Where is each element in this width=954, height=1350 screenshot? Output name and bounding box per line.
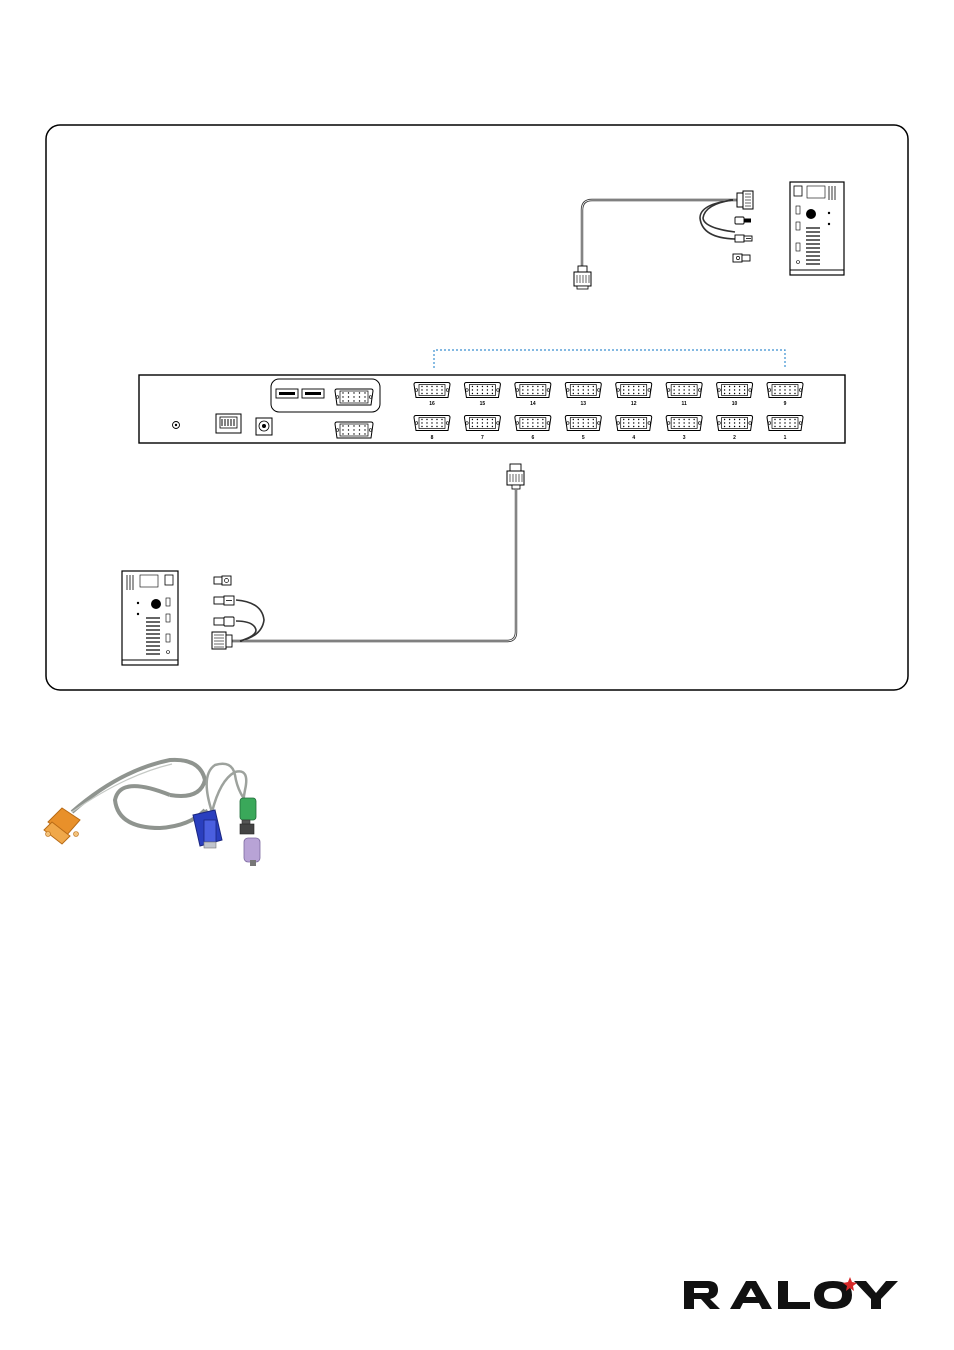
vga-connector-icon: [212, 632, 232, 649]
dotted-bracket: [434, 350, 785, 368]
ps2-connector-icon: [735, 217, 751, 224]
console-connector-icon: [574, 266, 591, 289]
port-number-label: 7: [481, 435, 484, 441]
port-number-label: 1: [784, 435, 787, 441]
vga-port-icon: [767, 416, 803, 431]
vga-port-icon: [515, 383, 551, 398]
usb-connector-icon: [733, 254, 750, 262]
orange-vga-connector-icon: [44, 808, 80, 844]
vga-port-icon: [616, 416, 652, 431]
port-number-label: 6: [531, 435, 534, 441]
ps2-connector-icon: [214, 617, 234, 626]
usb-connector-icon: [214, 576, 231, 585]
vga-port-icon: [335, 389, 373, 405]
kvm-cable-bottom: [232, 464, 524, 641]
usb-port-icon: [276, 389, 298, 398]
port-number-label: 12: [631, 401, 637, 407]
vga-connector-icon: [737, 191, 753, 209]
port-number-label: 2: [733, 435, 736, 441]
vga-port-icon: [464, 383, 500, 398]
computer-tower-icon: [790, 182, 844, 275]
rj45-port-icon: [216, 414, 241, 433]
vga-port-icon: [666, 416, 702, 431]
computer-tower-icon: [122, 571, 178, 665]
port-number-label: 15: [480, 401, 486, 407]
blue-vga-connector-icon: [193, 810, 222, 848]
port-number-label: 11: [681, 401, 687, 407]
vga-port-icon: [464, 416, 500, 431]
vga-port-icon: [335, 422, 373, 438]
vga-port-icon: [335, 389, 373, 405]
port-number-label: 4: [632, 435, 635, 441]
port-number-label: 10: [732, 401, 738, 407]
vga-port-icon: [666, 383, 702, 398]
usb-connector-icon: [214, 596, 234, 605]
raloy-logo: [682, 1275, 912, 1315]
port-number-label: 14: [530, 401, 536, 407]
vga-port-icon: [717, 383, 753, 398]
vga-port-icon: [616, 383, 652, 398]
usb-port-icon: [302, 389, 324, 398]
port-number-label: 8: [431, 435, 434, 441]
lilac-ps2-connector-icon: [240, 824, 260, 866]
kvm-switch-rear-panel: 16 15 14 13 12 11 10 9 8 7 6 5 4 3 2 1: [139, 375, 845, 443]
kvm-cable-photo: [44, 760, 260, 866]
port-number-label: 5: [582, 435, 585, 441]
power-jack-icon: [256, 418, 272, 435]
vga-port-icon: [414, 416, 450, 431]
vga-port-icon: [717, 416, 753, 431]
vga-port-icon: [335, 422, 373, 438]
vga-port-icon: [565, 416, 601, 431]
port-number-label: 9: [784, 401, 787, 407]
port-number-label: 3: [683, 435, 686, 441]
vga-port-icon: [767, 383, 803, 398]
vga-port-icon: [414, 383, 450, 398]
port-number-label: 13: [581, 401, 587, 407]
vga-port-icon: [515, 416, 551, 431]
usb-connector-icon: [735, 235, 752, 242]
kvm-cable-top: [582, 200, 737, 266]
green-ps2-connector-icon: [240, 798, 256, 826]
vga-port-icon: [565, 383, 601, 398]
port-number-label: 16: [429, 401, 435, 407]
